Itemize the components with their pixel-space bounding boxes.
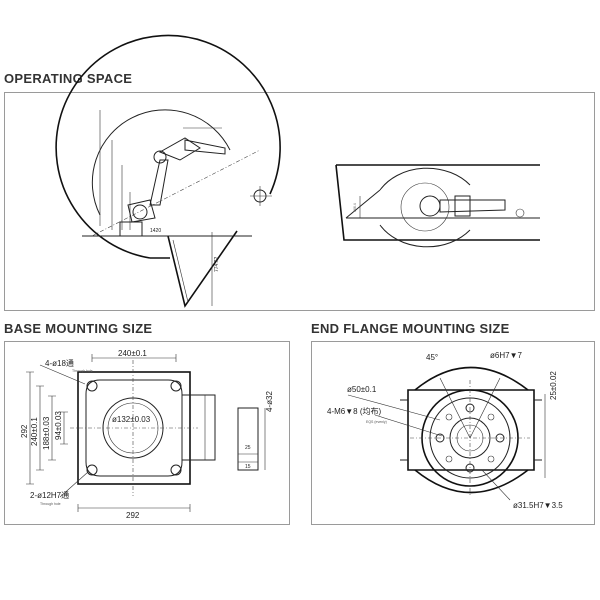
dim-50: ø50±0.1: [347, 385, 377, 394]
dim-6h7: ø6H7▼7: [490, 351, 522, 360]
side-view-drawing: 1420 774.72: [55, 34, 281, 308]
reach-label: 1420: [150, 228, 161, 234]
dim-132: ø132±0.03: [112, 415, 151, 424]
dim-15: 15: [245, 464, 251, 470]
dim-4-hole-sub: Through hole: [72, 369, 93, 373]
dim-240-top: 240±0.1: [118, 349, 147, 358]
dim-m6: 4-M6▼8 (均布): [327, 406, 381, 416]
dim-4-hole: 4-ø18通: [45, 358, 74, 368]
operating-space-title: OPERATING SPACE: [4, 71, 133, 86]
base-mounting-panel: [4, 341, 290, 525]
dim-774-label: 774.72: [214, 256, 220, 272]
base-mounting-title: BASE MOUNTING SIZE: [4, 321, 153, 336]
operating-space-panel: [4, 92, 595, 311]
end-flange-panel: [311, 341, 595, 525]
dim-292-left: 292: [20, 424, 29, 438]
dim-2-pin-sub: Through hole: [40, 502, 61, 506]
dim-94: 94±0.03: [54, 411, 63, 440]
dim-32: 4-ø32: [265, 391, 274, 412]
flange-drawing: 45° ø6H7▼7 ø50±0.1 4-M6▼8 (均布) EQS (even…: [327, 351, 563, 510]
dim-188: 188±0.03: [42, 416, 51, 450]
dim-366-label: 366.4: [353, 203, 357, 212]
dim-45: 45°: [426, 353, 438, 362]
dim-25: 25: [245, 445, 251, 451]
dim-292-bottom: 292: [126, 511, 140, 520]
top-view-drawing: 366.4: [335, 164, 540, 248]
end-flange-title: END FLANGE MOUNTING SIZE: [311, 321, 510, 336]
dim-315: ø31.5H7▼3.5: [513, 501, 563, 510]
dim-240-left: 240±0.1: [30, 417, 39, 446]
dim-2-pin: 2-ø12H7通: [30, 490, 69, 500]
dim-m6-sub: EQS (evenly): [366, 420, 387, 424]
dim-25-flange: 25±0.02: [549, 371, 558, 400]
base-drawing: 240±0.1 4-ø18通 Through hole 292 240±0.1 …: [20, 349, 274, 520]
